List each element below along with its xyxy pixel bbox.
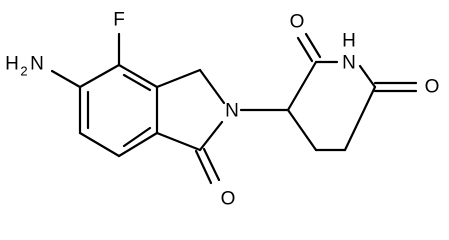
bond-co-right-ch2 xyxy=(343,85,377,152)
amino-subscript-label: 2 xyxy=(20,64,27,79)
bond-ar1 xyxy=(117,63,159,89)
lactam-nitrogen-label: N xyxy=(225,101,239,122)
bond-co-upper-b xyxy=(304,32,322,59)
structure-diagram: F H 2 N N H N O O O xyxy=(5,10,440,210)
fluorine-label: F xyxy=(113,10,125,31)
bond-ch2-ch xyxy=(286,108,318,152)
lactam-oxygen-label: O xyxy=(221,189,236,210)
bond-ch-co-upper xyxy=(286,60,318,112)
bond-c-nh2 xyxy=(50,69,82,89)
molecule-canvas: F H 2 N N H N O O O xyxy=(5,9,440,210)
right-oxygen-label: O xyxy=(425,77,440,98)
bond-ar6 xyxy=(78,63,121,89)
bond-nh-co-right xyxy=(358,64,377,89)
bond-co-lactam-a xyxy=(194,149,213,185)
bond-co-upper-a xyxy=(296,36,314,63)
bond-ar-inner1 xyxy=(122,73,152,92)
bond-co-lactam-b xyxy=(202,147,221,182)
bond-ch2-ar xyxy=(155,68,202,89)
amino-h-label: H xyxy=(5,54,19,75)
bond-co-ar xyxy=(155,131,202,152)
bond-n-co xyxy=(198,120,224,152)
imide-nitrogen-label: N xyxy=(342,53,356,74)
amino-n-label: N xyxy=(30,54,44,75)
bond-ar-inner2 xyxy=(122,126,152,148)
imide-h-label: H xyxy=(342,31,356,52)
bond-ch2-n xyxy=(198,68,226,105)
bond-ar4 xyxy=(78,131,121,158)
upper-oxygen-label: O xyxy=(290,12,305,33)
bond-ar3 xyxy=(117,131,159,158)
